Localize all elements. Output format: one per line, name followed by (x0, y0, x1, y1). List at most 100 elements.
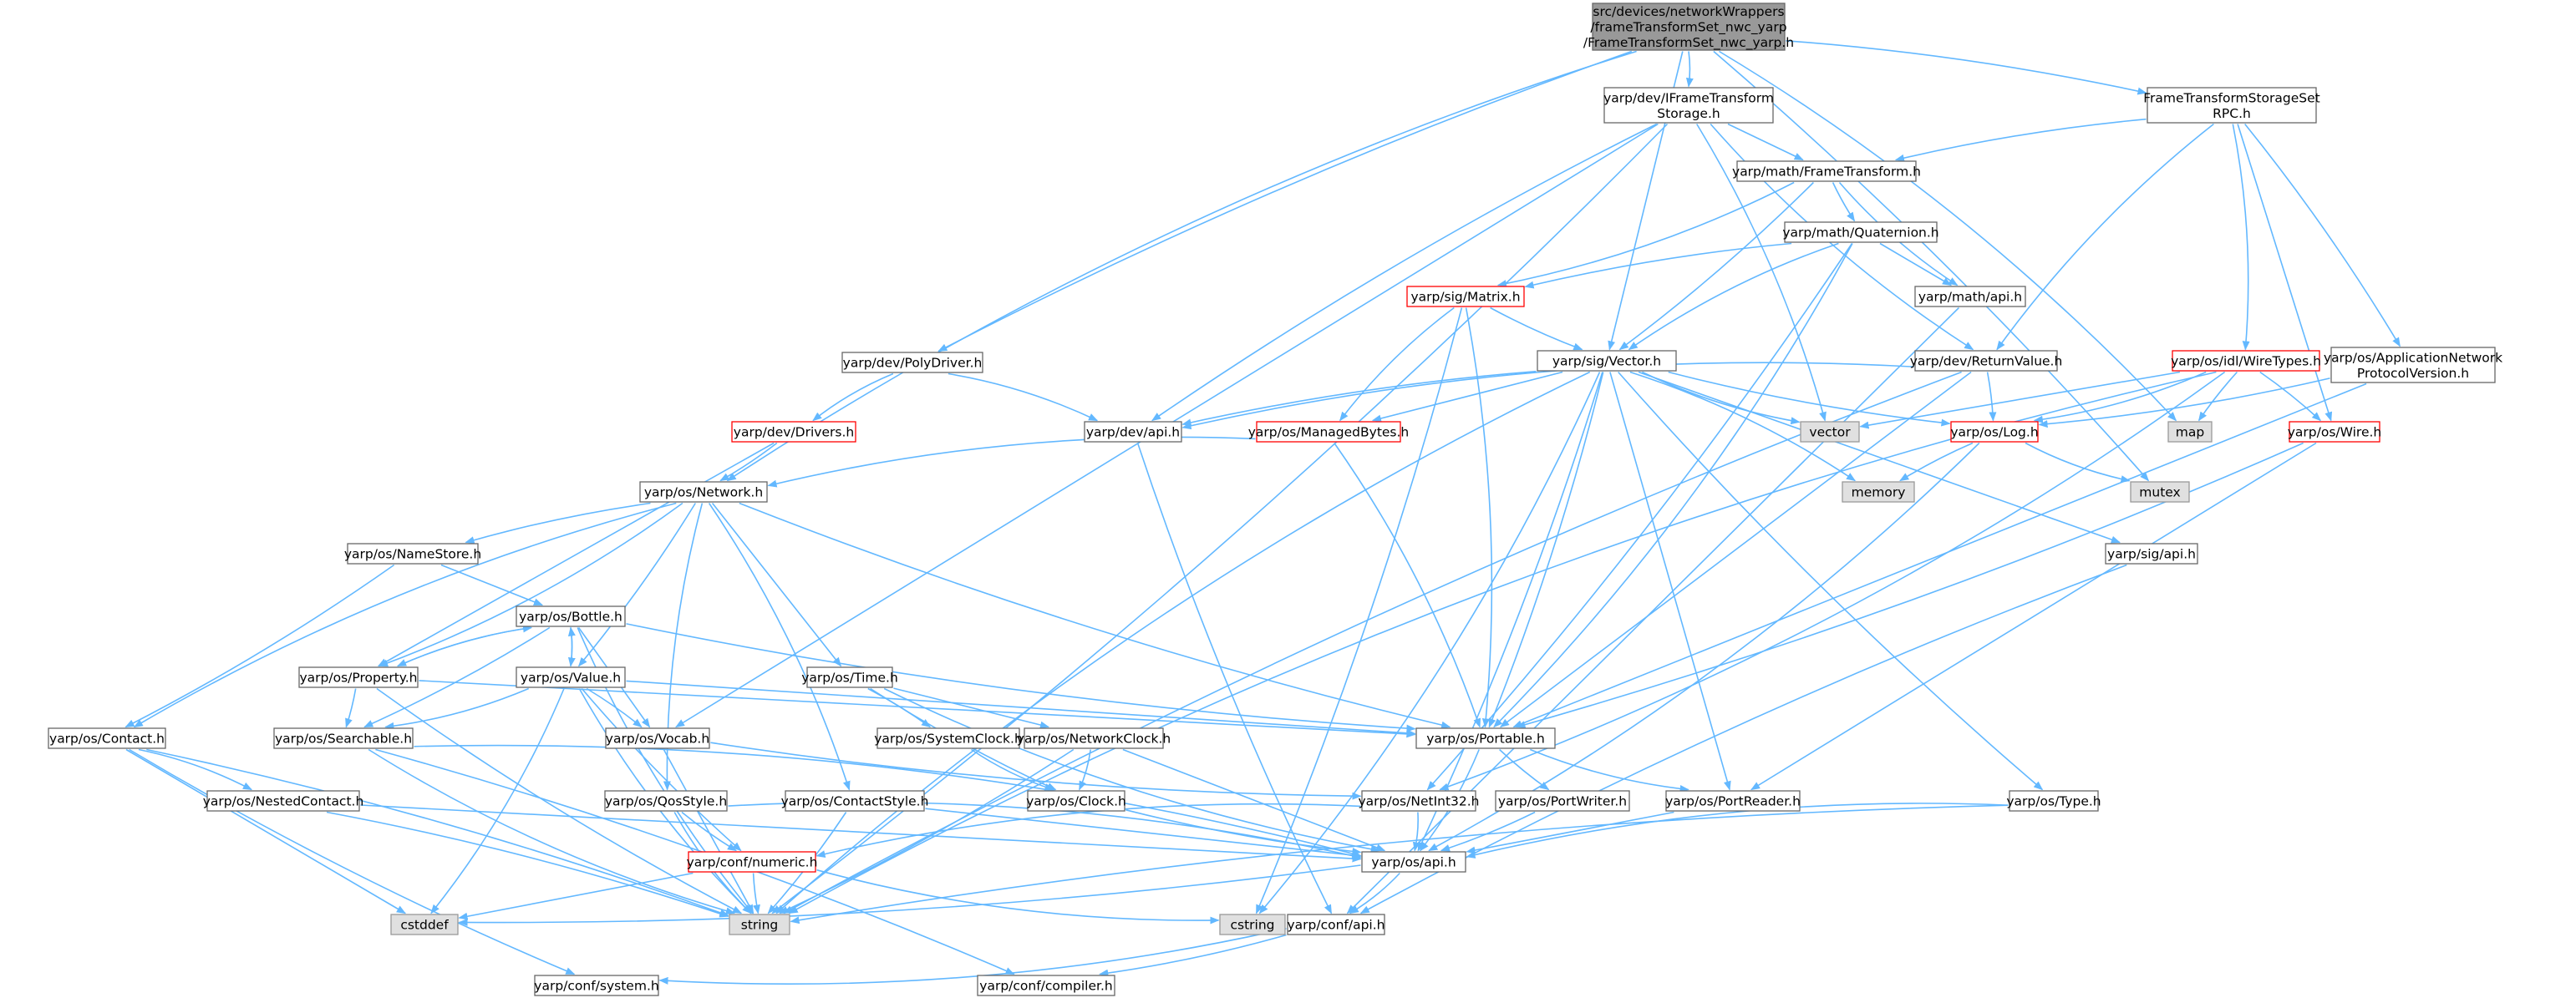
node-box (1361, 790, 1476, 812)
node-Drivers[interactable]: yarp/dev/Drivers.h (731, 421, 856, 443)
node-Type[interactable]: yarp/os/Type.h (2006, 790, 2101, 812)
node-QosStyle[interactable]: yarp/os/QosStyle.h (604, 790, 728, 812)
node-box (729, 914, 790, 935)
node-label: yarp/sig/Vector.h (1552, 354, 1661, 369)
node-WireTypes[interactable]: yarp/os/idl/WireTypes.h (2171, 350, 2321, 372)
edge-root-to-Network (726, 50, 1637, 482)
node-Matrix[interactable]: yarp/sig/Matrix.h (1406, 286, 1525, 307)
edge-PortWriter-to-osapi (1440, 811, 1536, 852)
node-label: yarp/os/Bottle.h (519, 610, 622, 625)
edge-Vocab-to-NetInt32 (710, 742, 1362, 800)
node-box (1603, 87, 1774, 124)
node-box (1665, 790, 1801, 812)
node-confapi[interactable]: yarp/conf/api.h (1287, 914, 1385, 935)
node-Quaternion[interactable]: yarp/math/Quaternion.h (1782, 221, 1939, 243)
node-ContactStyle[interactable]: yarp/os/ContactStyle.h (781, 790, 929, 812)
node-box (876, 727, 1020, 749)
node-label: ProtocolVersion.h (2357, 366, 2469, 381)
node-Value[interactable]: yarp/os/Value.h (516, 666, 626, 688)
node-Bottle[interactable]: yarp/os/Bottle.h (516, 605, 626, 627)
node-box (347, 543, 479, 565)
node-label: FrameTransformStorageSet (2143, 90, 2320, 105)
edge-Portable-to-PortReader (1529, 748, 1689, 793)
edge-IFrameTransformStorage-to-FrameTransform (1727, 123, 1804, 161)
node-cstddef: cstddef (390, 914, 459, 935)
node-compiler[interactable]: yarp/conf/compiler.h (977, 975, 1115, 996)
node-label: yarp/dev/ReturnValue.h (1910, 354, 2063, 369)
node-box (2167, 421, 2213, 443)
edge-Value-to-Portable (626, 680, 1416, 737)
node-mutex: mutex (2130, 481, 2190, 503)
node-box (206, 790, 360, 812)
node-Portable[interactable]: yarp/os/Portable.h (1415, 727, 1556, 749)
node-PolyDriver[interactable]: yarp/dev/PolyDriver.h (841, 352, 983, 373)
edge-FrameTransformStorageSetRPC-to-AppNetProto (2244, 123, 2401, 347)
node-numeric[interactable]: yarp/conf/numeric.h (687, 851, 818, 873)
node-box (1950, 421, 2039, 443)
node-label: yarp/os/Wire.h (2288, 425, 2382, 440)
node-mathapi[interactable]: yarp/math/api.h (1914, 286, 2026, 307)
edge-NetInt32-to-numeric (815, 803, 1361, 858)
node-box (2147, 87, 2317, 124)
node-system[interactable]: yarp/conf/system.h (534, 975, 659, 996)
node-NetInt32[interactable]: yarp/os/NetInt32.h (1358, 790, 1480, 812)
node-label: yarp/conf/compiler.h (979, 979, 1112, 994)
node-label: yarp/os/Searchable.h (275, 732, 412, 747)
edge-Value-to-Vocab (586, 687, 643, 728)
node-FrameTransform[interactable]: yarp/math/FrameTransform.h (1732, 160, 1921, 182)
node-Searchable[interactable]: yarp/os/Searchable.h (273, 727, 414, 749)
node-ManagedBytes[interactable]: yarp/os/ManagedBytes.h (1248, 421, 1410, 443)
edge-Property-to-Portable (419, 680, 1416, 738)
edge-root-to-mutex (1713, 50, 2150, 482)
node-devapi[interactable]: yarp/dev/api.h (1084, 421, 1182, 443)
node-NestedContact[interactable]: yarp/os/NestedContact.h (203, 790, 364, 812)
header-nodes: src/devices/networkWrappers/frameTransfo… (48, 3, 2502, 996)
node-Clock[interactable]: yarp/os/Clock.h (1026, 790, 1126, 812)
node-box (2330, 347, 2496, 383)
node-Time[interactable]: yarp/os/Time.h (801, 666, 898, 688)
node-root[interactable]: src/devices/networkWrappers/frameTransfo… (1583, 3, 1794, 51)
node-label: yarp/os/NetInt32.h (1358, 794, 1479, 809)
node-Wire[interactable]: yarp/os/Wire.h (2288, 421, 2382, 443)
node-PortWriter[interactable]: yarp/os/PortWriter.h (1495, 790, 1630, 812)
node-box (1495, 790, 1630, 812)
node-ReturnValue[interactable]: yarp/dev/ReturnValue.h (1910, 350, 2063, 372)
node-label: yarp/os/Contact.h (49, 732, 165, 747)
node-Network[interactable]: yarp/os/Network.h (639, 481, 768, 503)
edge-confapi-to-compiler (1099, 934, 1287, 977)
edge-mathapi-to-confapi (1346, 306, 1959, 914)
node-label: yarp/sig/api.h (2107, 547, 2196, 562)
node-NameStore[interactable]: yarp/os/NameStore.h (344, 543, 481, 565)
node-AppNetProto[interactable]: yarp/os/ApplicationNetworkProtocolVersio… (2324, 347, 2502, 383)
node-Log[interactable]: yarp/os/Log.h (1950, 421, 2039, 443)
edge-Searchable-to-osapi (414, 744, 1362, 858)
node-box (2289, 421, 2380, 443)
edge-Network-to-QosStyle (663, 503, 704, 791)
node-NetworkClock[interactable]: yarp/os/NetworkClock.h (1017, 727, 1171, 749)
edge-FrameTransform-to-Vector (1618, 181, 1814, 351)
edge-root-to-PolyDriver (937, 50, 1633, 352)
node-Property[interactable]: yarp/os/Property.h (298, 666, 419, 688)
node-SystemClock[interactable]: yarp/os/SystemClock.h (874, 727, 1023, 749)
node-Contact[interactable]: yarp/os/Contact.h (48, 727, 166, 749)
edge-NestedContact-to-osapi (360, 804, 1362, 863)
node-box (806, 666, 893, 688)
node-PortReader[interactable]: yarp/os/PortReader.h (1665, 790, 1801, 812)
node-box (1024, 727, 1164, 749)
node-label: yarp/os/Clock.h (1026, 794, 1126, 809)
node-box (841, 352, 983, 373)
node-label: yarp/os/idl/WireTypes.h (2171, 354, 2321, 369)
node-Vector[interactable]: yarp/sig/Vector.h (1537, 350, 1677, 372)
node-Vocab[interactable]: yarp/os/Vocab.h (605, 727, 710, 749)
node-sigapi[interactable]: yarp/sig/api.h (2105, 543, 2198, 565)
edge-FrameTransform-to-Quaternion (1832, 182, 1856, 222)
node-osapi[interactable]: yarp/os/api.h (1361, 851, 1466, 873)
edge-Property-to-string (376, 687, 743, 914)
node-label: yarp/os/Log.h (1950, 425, 2038, 440)
node-label: vector (1809, 425, 1851, 440)
edge-WireTypes-to-vector (1859, 371, 2181, 429)
edge-WireTypes-to-NetInt32 (1439, 371, 2226, 791)
node-label: Storage.h (1657, 106, 1720, 121)
